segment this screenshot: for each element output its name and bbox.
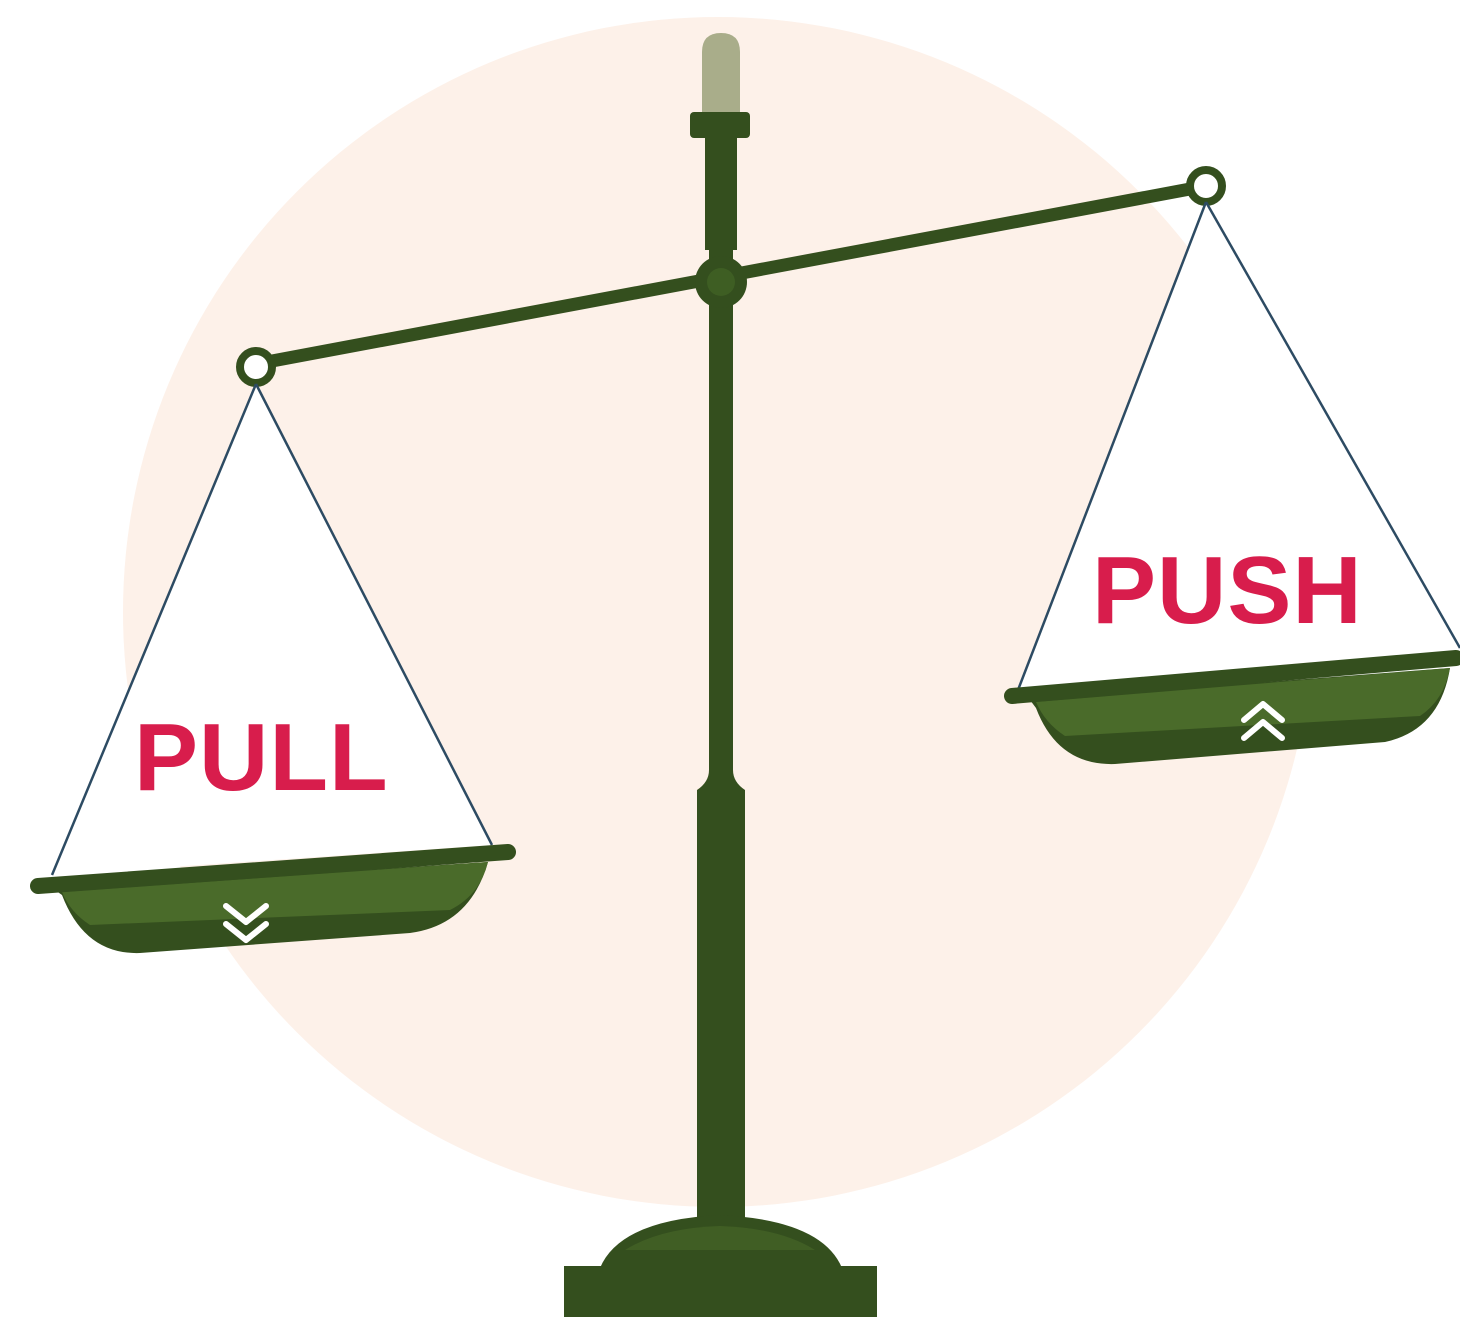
push-label: PUSH <box>1092 543 1363 639</box>
finial-cap <box>702 33 740 112</box>
scale-base-plinth <box>564 1266 877 1317</box>
beam-ring-right <box>1190 170 1222 202</box>
finial-collar <box>690 112 750 138</box>
beam-pivot-highlight <box>707 268 735 296</box>
beam-ring-left <box>240 351 272 383</box>
pull-label: PULL <box>134 710 389 806</box>
